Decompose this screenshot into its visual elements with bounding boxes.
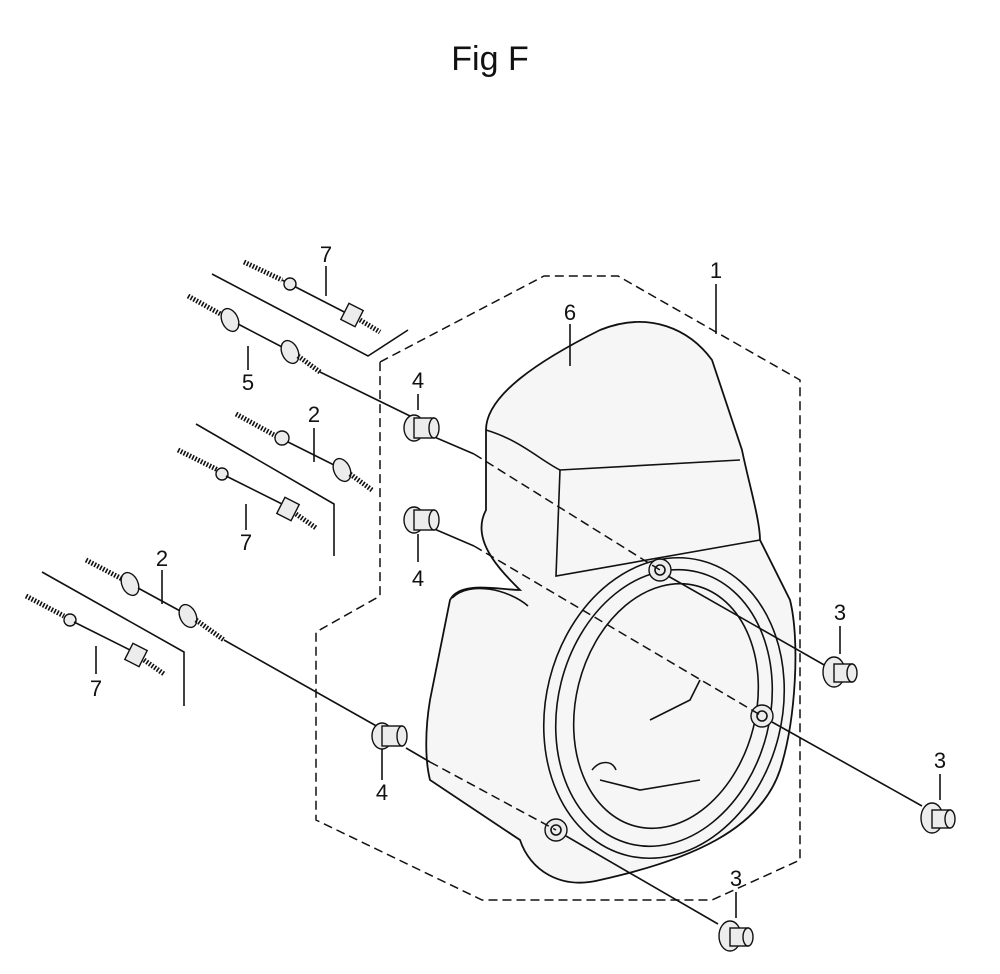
- guide-line-4b-to-cover: [431, 527, 475, 547]
- callout-label: 7: [240, 530, 252, 555]
- guide-line-boss-to-3b: [771, 721, 923, 807]
- fan-cover-body: [425, 321, 797, 884]
- callout-label: 1: [710, 258, 722, 283]
- flange-nut-icon: [822, 656, 858, 688]
- hidden-line-to-boss-top: [473, 453, 661, 571]
- bracket-line-7c: [41, 571, 185, 706]
- callout-label: 2: [156, 546, 168, 571]
- fan-cover-top-ridge: [485, 429, 741, 471]
- hidden-line-to-boss-bottom: [429, 761, 557, 831]
- stud-bolt-icon: [186, 293, 322, 375]
- stud-bolt-icon: [84, 557, 226, 643]
- callout-label: 7: [320, 242, 332, 267]
- assembly-boundary-outline: [315, 275, 801, 901]
- stud-bolt-icon: [24, 593, 166, 677]
- collar-spacer-icon: [403, 506, 440, 534]
- stud-bolt-icon: [242, 259, 382, 335]
- guide-line-4a-to-cover: [431, 435, 475, 455]
- callout-label: 5: [242, 370, 254, 395]
- callout-label: 6: [564, 300, 576, 325]
- bracket-line-7b: [195, 423, 335, 556]
- flange-nut-icon: [718, 920, 754, 952]
- stud-bolt-icon: [176, 447, 318, 531]
- collar-spacer-icon: [371, 722, 408, 750]
- guide-line-2b-to-4c: [223, 639, 381, 729]
- guide-line-5-to-4a: [319, 371, 411, 417]
- callout-label: 3: [834, 600, 846, 625]
- callout-label: 4: [376, 780, 388, 805]
- collar-spacer-icon: [403, 414, 440, 442]
- bracket-line-7a: [211, 273, 409, 357]
- figure-title: Fig F: [451, 40, 528, 78]
- callout-label: 4: [412, 566, 424, 591]
- fan-cover-shroud-icon: [425, 321, 797, 884]
- fan-cover-crease: [555, 469, 761, 577]
- mounting-boss-right: [750, 704, 774, 728]
- callout-label: 3: [730, 866, 742, 891]
- fan-opening-ring: [542, 556, 786, 860]
- flange-nut-icon: [920, 802, 956, 834]
- stud-bolt-icon: [234, 411, 374, 493]
- mounting-boss-top: [648, 558, 672, 582]
- guide-line-boss-to-3c: [565, 835, 719, 925]
- callout-label: 2: [308, 402, 320, 427]
- guide-line-4c-to-cover: [405, 747, 431, 763]
- callout-label: 4: [412, 368, 424, 393]
- fan-cover-side-ridge: [451, 587, 529, 607]
- callout-label: 7: [90, 676, 102, 701]
- guide-line-boss-to-3a: [667, 575, 827, 667]
- callout-label: 3: [934, 748, 946, 773]
